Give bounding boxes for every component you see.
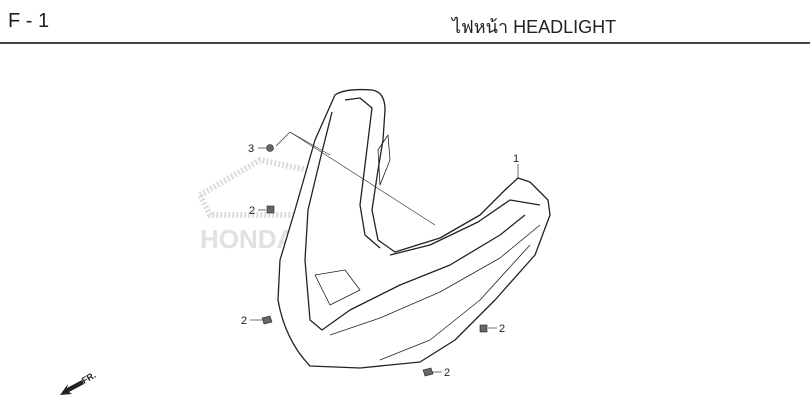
front-direction-arrow-icon: FR. — [60, 370, 98, 395]
callout-2: 2 — [444, 367, 450, 379]
clip-nut-icon[interactable] — [422, 367, 434, 377]
section-code: F - 1 — [8, 10, 50, 32]
headlight-assembly[interactable] — [277, 88, 551, 369]
clip-nut-icon[interactable] — [266, 205, 275, 214]
callout-2: 2 — [499, 323, 505, 335]
watermark-text: HONDA — [200, 224, 296, 254]
screw-icon[interactable] — [266, 144, 274, 152]
page-title: ไฟหน้า HEADLIGHT — [452, 17, 617, 37]
clip-nut-icon[interactable] — [261, 315, 273, 325]
callout-2: 2 — [249, 205, 255, 217]
callout-1: 1 — [513, 153, 519, 165]
callout-2: 2 — [241, 315, 247, 327]
callout-3: 3 — [248, 143, 254, 155]
leader-lines — [250, 131, 519, 373]
header-divider — [0, 42, 810, 44]
clip-nut-icon[interactable] — [479, 324, 488, 333]
front-label: FR. — [80, 370, 98, 386]
